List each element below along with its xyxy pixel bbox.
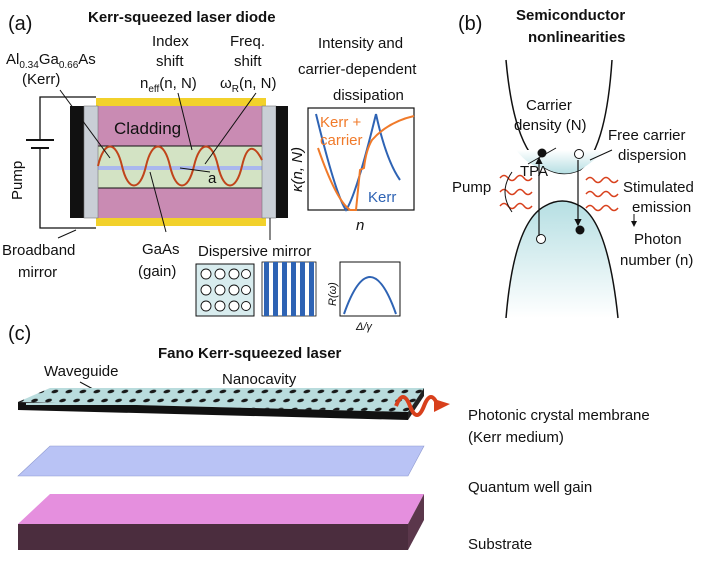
reflectivity-thumbnail	[339, 261, 401, 317]
pump-photons	[499, 174, 533, 210]
freq-shift-label-1: Freq.	[230, 33, 265, 50]
kappa-xlabel: n	[356, 217, 364, 234]
bragg-grating-thumbnail	[261, 261, 317, 317]
stimulated-label-2: emission	[632, 199, 691, 216]
top-cladding	[96, 106, 266, 146]
carrier-label-2: density (N)	[514, 117, 587, 134]
dissipation-label-1: Intensity and	[318, 35, 403, 52]
dispersive-label: Dispersive mirror	[198, 243, 311, 260]
output-arrowhead	[434, 399, 450, 412]
free-carrier-label-1: Free carrier	[608, 127, 686, 144]
reflectivity-curve	[343, 276, 397, 315]
panel-a-tag: (a)	[8, 13, 32, 35]
index-shift-label-2: shift	[156, 53, 184, 70]
refl-xlabel: Δ/γ	[355, 321, 373, 333]
kappa-ylabel: κ(n, N)	[289, 147, 306, 192]
kappa-series-kerr-carrier-2: carrier	[320, 132, 363, 149]
kappa-axes-frame	[307, 107, 415, 211]
panel-b-title-1: Semiconductor	[516, 7, 625, 24]
freq-shift-symbol: ωR(n, N)	[220, 75, 276, 95]
pump-b-label: Pump	[452, 179, 491, 196]
membrane-label-1: Photonic crystal membrane	[468, 407, 650, 424]
substrate-label: Substrate	[468, 536, 532, 553]
kappa-inset	[307, 107, 415, 212]
kappa-series-kerr-carrier-1: Kerr +	[320, 114, 362, 131]
panel-a-title: Kerr-squeezed laser diode	[88, 9, 276, 26]
substrate-block	[18, 494, 424, 550]
laser-chip	[70, 98, 288, 226]
gaas-label-2: (gain)	[138, 263, 176, 280]
panel-b-title-2: nonlinearities	[528, 29, 626, 46]
index-shift-label-1: Index	[152, 33, 189, 50]
panel-c-title: Fano Kerr-squeezed laser	[158, 345, 342, 362]
material-kerr-label: (Kerr)	[22, 71, 60, 88]
cladding-label: Cladding	[114, 119, 181, 138]
broadband-label-2: mirror	[18, 264, 57, 281]
tpa-label: TPA	[520, 163, 548, 180]
panel-c-tag: (c)	[8, 323, 31, 345]
top-gold-contact	[96, 98, 266, 106]
kappa-series-kerr: Kerr	[368, 189, 396, 206]
kappa-kerr-carrier-curve	[317, 115, 415, 211]
panel-c: (c) Fano Kerr-squeezed laser Waveguide N…	[8, 323, 650, 553]
output-emission-wave	[394, 395, 440, 417]
dispersive-mirror	[261, 105, 277, 219]
panel-a-leaders	[57, 89, 271, 240]
emission-photons	[585, 176, 619, 212]
pump-circuit	[26, 96, 96, 229]
bottom-cladding	[96, 188, 266, 218]
membrane-label-2: (Kerr medium)	[468, 429, 564, 446]
tpa-leader	[527, 147, 557, 165]
hole-marker-1	[574, 149, 584, 159]
nanocavity-label: Nanocavity	[222, 371, 297, 388]
index-shift-symbol: neff(n, N)	[140, 75, 197, 95]
material-label: Al0.34Ga0.66As	[6, 51, 96, 71]
photon-number-label-1: Photon	[634, 231, 682, 248]
stimulated-label-1: Stimulated	[623, 179, 694, 196]
fcd-leader	[589, 149, 613, 161]
electron-2	[575, 225, 585, 235]
carrier-label-1: Carrier	[526, 97, 572, 114]
optical-mode-wave	[97, 145, 263, 187]
panel-b: (b) Semiconductor nonlinearities	[452, 7, 694, 319]
dissipation-label-2: carrier-dependent	[298, 61, 417, 78]
photon-number-label-2: number (n)	[620, 252, 693, 269]
hole-marker-2	[536, 234, 546, 244]
quantum-well-label: Quantum well gain	[468, 479, 592, 496]
panel-b-tag: (b)	[458, 13, 482, 35]
broadband-label-1: Broadband	[2, 242, 75, 259]
mode-label: a	[208, 170, 217, 187]
valence-band	[505, 200, 619, 319]
quantum-well-layer	[17, 445, 425, 477]
pump-label: Pump	[9, 161, 26, 200]
bottom-gold-contact	[96, 218, 266, 226]
free-carrier-label-2: dispersion	[618, 147, 686, 164]
broadband-mirror	[70, 106, 84, 218]
photonic-crystal-thumbnail	[195, 263, 255, 317]
panel-a: (a) Kerr-squeezed laser diode Al0.34Ga0.…	[2, 9, 417, 333]
dissipation-label-3: dissipation	[333, 87, 404, 104]
freq-shift-label-2: shift	[234, 53, 262, 70]
refl-ylabel: R(ω)	[327, 282, 339, 306]
gaas-label-1: GaAs	[142, 241, 180, 258]
waveguide-label: Waveguide	[44, 363, 119, 380]
photonic-crystal-membrane	[18, 388, 424, 420]
